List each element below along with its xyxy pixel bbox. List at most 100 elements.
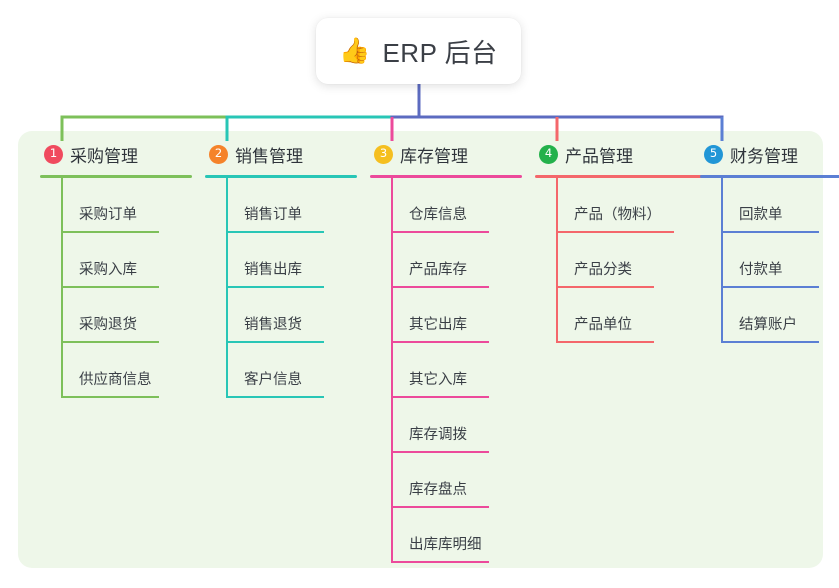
item-label: 结算账户 [739, 317, 797, 333]
column-items-5: 回款单付款单结算账户 [700, 178, 839, 343]
item-label: 仓库信息 [409, 207, 467, 223]
list-item[interactable]: 付款单 [700, 233, 839, 288]
column-1: 1 采购管理采购订单采购入库采购退货供应商信息 [40, 140, 192, 398]
column-rule-5 [700, 175, 839, 178]
column-rule-2 [205, 175, 357, 178]
column-header-3[interactable]: 3 库存管理 [370, 140, 522, 168]
item-label: 供应商信息 [79, 372, 152, 388]
item-rule [721, 341, 819, 343]
list-item[interactable]: 产品（物料） [535, 178, 707, 233]
item-spine [556, 288, 558, 343]
item-spine [391, 453, 393, 508]
column-items-4: 产品（物料） 产品分类产品单位 [535, 178, 707, 343]
item-rule [61, 341, 159, 343]
item-label: 库存调拨 [409, 427, 467, 443]
item-rule [226, 231, 324, 233]
item-label: 付款单 [739, 262, 783, 278]
list-item[interactable]: 其它出库 [370, 288, 522, 343]
column-badge-3: 3 [374, 144, 393, 164]
list-item[interactable]: 采购入库 [40, 233, 192, 288]
item-rule [61, 396, 159, 398]
list-item[interactable]: 结算账户 [700, 288, 839, 343]
column-2: 2 销售管理销售订单销售出库销售退货客户信息 [205, 140, 357, 398]
item-label: 采购订单 [79, 207, 137, 223]
list-item[interactable]: 库存调拨 [370, 398, 522, 453]
item-label: 库存盘点 [409, 482, 467, 498]
item-rule [226, 396, 324, 398]
item-rule [556, 286, 654, 288]
list-item[interactable]: 产品分类 [535, 233, 707, 288]
item-label: 其它出库 [409, 317, 467, 333]
item-spine [391, 398, 393, 453]
list-item[interactable]: 产品单位 [535, 288, 707, 343]
item-label: 产品单位 [574, 317, 632, 333]
column-badge-4: 4 [539, 144, 558, 164]
column-badge-5: 5 [704, 144, 723, 164]
item-rule [556, 231, 674, 233]
item-spine [721, 178, 723, 233]
item-label: 采购入库 [79, 262, 137, 278]
list-item[interactable]: 采购退货 [40, 288, 192, 343]
list-item[interactable]: 库存盘点 [370, 453, 522, 508]
list-item[interactable]: 供应商信息 [40, 343, 192, 398]
item-spine [226, 233, 228, 288]
column-5: 5 财务管理回款单付款单结算账户 [700, 140, 839, 343]
item-rule [721, 231, 819, 233]
item-spine [391, 233, 393, 288]
item-spine [61, 178, 63, 233]
item-rule [391, 396, 489, 398]
item-rule [61, 286, 159, 288]
item-spine [556, 178, 558, 233]
item-rule [391, 231, 489, 233]
column-title-5: 财务管理 [730, 146, 798, 166]
column-header-1[interactable]: 1 采购管理 [40, 140, 192, 168]
item-spine [226, 178, 228, 233]
item-spine [226, 343, 228, 398]
column-rule-4 [535, 175, 707, 178]
item-spine [226, 288, 228, 343]
item-rule [721, 286, 819, 288]
item-spine [721, 288, 723, 343]
item-label: 销售出库 [244, 262, 302, 278]
item-label: 产品（物料） [574, 207, 661, 223]
list-item[interactable]: 产品库存 [370, 233, 522, 288]
item-rule [556, 341, 654, 343]
column-title-1: 采购管理 [70, 146, 138, 166]
item-rule [391, 506, 489, 508]
item-rule [61, 231, 159, 233]
item-rule [391, 341, 489, 343]
column-badge-1: 1 [44, 144, 63, 164]
column-rule-1 [40, 175, 192, 178]
page-title: ERP 后台 [382, 37, 498, 68]
list-item[interactable]: 出库库明细 [370, 508, 522, 563]
list-item[interactable]: 客户信息 [205, 343, 357, 398]
item-spine [61, 233, 63, 288]
list-item[interactable]: 销售退货 [205, 288, 357, 343]
item-label: 销售退货 [244, 317, 302, 333]
item-spine [61, 288, 63, 343]
column-items-1: 采购订单采购入库采购退货供应商信息 [40, 178, 192, 398]
item-spine [391, 178, 393, 233]
list-item[interactable]: 销售订单 [205, 178, 357, 233]
list-item[interactable]: 销售出库 [205, 233, 357, 288]
list-item[interactable]: 仓库信息 [370, 178, 522, 233]
root-title-card[interactable]: 👍 ERP 后台 [316, 18, 521, 84]
column-title-2: 销售管理 [235, 146, 303, 166]
list-item[interactable]: 回款单 [700, 178, 839, 233]
item-label: 销售订单 [244, 207, 302, 223]
item-spine [391, 288, 393, 343]
list-item[interactable]: 其它入库 [370, 343, 522, 398]
item-label: 产品库存 [409, 262, 467, 278]
column-items-3: 仓库信息产品库存其它出库其它入库库存调拨库存盘点出库库明细 [370, 178, 522, 563]
item-label: 回款单 [739, 207, 783, 223]
column-badge-2: 2 [209, 144, 228, 164]
list-item[interactable]: 采购订单 [40, 178, 192, 233]
item-rule [391, 451, 489, 453]
item-label: 产品分类 [574, 262, 632, 278]
item-spine [556, 233, 558, 288]
column-header-2[interactable]: 2 销售管理 [205, 140, 357, 168]
column-header-5[interactable]: 5 财务管理 [700, 140, 839, 168]
column-title-3: 库存管理 [400, 146, 468, 166]
